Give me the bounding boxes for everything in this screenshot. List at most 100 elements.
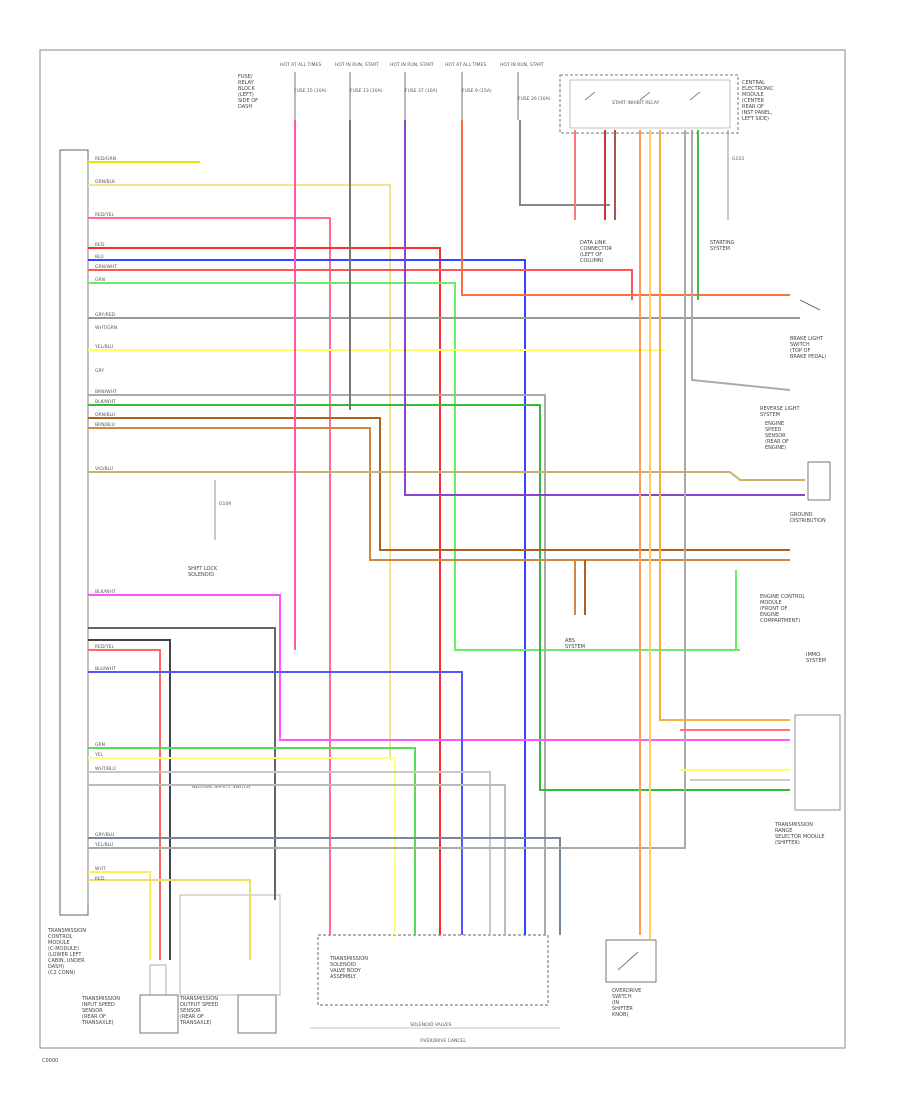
fuse-2: HOT IN RUN, START FUSE 13 (10A) [335, 62, 383, 120]
relay-box-note: CENTRAL ELECTRONIC MODULE (CENTER REAR O… [742, 80, 774, 122]
fuse-5: HOT IN RUN, START FUSE 26 (10A) [500, 62, 551, 120]
svg-text:TRANSAXLE): TRANSAXLE) [179, 1020, 212, 1026]
tcm-connector [59, 149, 89, 916]
svg-text:SYSTEM: SYSTEM [760, 412, 780, 418]
svg-text:ORN/BLU: ORN/BLU [95, 412, 115, 418]
relay-box: START INHIBIT RELAY [559, 74, 739, 134]
svg-text:TRANSMISSION: TRANSMISSION [81, 996, 120, 1002]
svg-text:INPUT SPEED: INPUT SPEED [82, 1002, 115, 1008]
svg-text:COMPARTMENT): COMPARTMENT) [760, 618, 800, 624]
svg-text:REVERSE LIGHT: REVERSE LIGHT [760, 406, 801, 412]
svg-text:NEUTRAL SAFETY SWITCH: NEUTRAL SAFETY SWITCH [192, 784, 250, 790]
svg-text:GRY/RED: GRY/RED [95, 312, 116, 318]
svg-text:ABS: ABS [565, 638, 575, 644]
svg-text:CENTRAL: CENTRAL [742, 80, 765, 86]
svg-text:(LEFT OF: (LEFT OF [580, 252, 602, 258]
svg-text:MODULE: MODULE [760, 600, 782, 606]
svg-text:(REAR OF: (REAR OF [180, 1014, 204, 1020]
svg-text:OVERDRIVE CANCEL: OVERDRIVE CANCEL [420, 1038, 466, 1044]
immo-system: IMMO SYSTEM [806, 652, 826, 664]
svg-text:SOLENOID VALVES: SOLENOID VALVES [410, 1022, 452, 1028]
valve-body: TRANSMISSION SOLENOID VALVE BODY ASSEMBL… [310, 934, 560, 1044]
svg-text:RELAY: RELAY [238, 80, 255, 86]
svg-text:FUSE 26 (10A): FUSE 26 (10A) [518, 96, 551, 102]
svg-text:WHT/BLU: WHT/BLU [95, 766, 116, 772]
output-speed-sensor: TRANSMISSION OUTPUT SPEED SENSOR (REAR O… [179, 894, 281, 1034]
svg-text:SHIFTER: SHIFTER [612, 1006, 633, 1012]
svg-text:MODULE: MODULE [742, 92, 764, 98]
svg-text:GRN/WHT: GRN/WHT [95, 264, 117, 270]
svg-text:INST PANEL,: INST PANEL, [742, 110, 773, 116]
svg-text:(IN: (IN [612, 1000, 619, 1006]
svg-text:START INHIBIT RELAY: START INHIBIT RELAY [612, 100, 660, 106]
svg-text:VALVE BODY: VALVE BODY [330, 968, 362, 974]
svg-text:(REAR OF: (REAR OF [765, 439, 789, 445]
svg-text:HOT AT ALL TIMES: HOT AT ALL TIMES [280, 62, 321, 68]
data-link-connector: DATA LINK CONNECTOR (LEFT OF COLUMN) [580, 240, 613, 264]
fuse-1: HOT AT ALL TIMES FUSE 15 (10A) [280, 62, 327, 120]
svg-text:OUTPUT SPEED: OUTPUT SPEED [180, 1002, 218, 1008]
svg-text:TRANSMISSION: TRANSMISSION [774, 822, 813, 828]
svg-text:ENGINE CONTROL: ENGINE CONTROL [760, 594, 805, 600]
svg-text:ASSEMBLY: ASSEMBLY [330, 974, 357, 980]
svg-text:SWITCH: SWITCH [612, 994, 632, 1000]
svg-text:ENGINE: ENGINE [765, 421, 784, 427]
svg-text:HOT IN RUN, START: HOT IN RUN, START [335, 62, 379, 68]
svg-text:BLK/WHT: BLK/WHT [95, 589, 116, 595]
svg-text:BRN/BLU: BRN/BLU [95, 422, 115, 428]
svg-text:(C2 CONN): (C2 CONN) [48, 970, 75, 976]
svg-text:DISTRIBUTION: DISTRIBUTION [790, 518, 826, 524]
svg-text:BLK/WHT: BLK/WHT [95, 399, 116, 405]
svg-text:STARTING: STARTING [710, 240, 735, 246]
svg-text:OVERDRIVE: OVERDRIVE [612, 988, 641, 994]
svg-text:G103: G103 [732, 156, 744, 162]
svg-text:HOT IN RUN, START: HOT IN RUN, START [390, 62, 434, 68]
svg-text:TRANSMISSION: TRANSMISSION [47, 928, 86, 934]
svg-text:TRANSAXLE): TRANSAXLE) [81, 1020, 114, 1026]
svg-text:SPEED: SPEED [765, 427, 782, 433]
svg-text:(C-MODULE): (C-MODULE) [48, 946, 79, 952]
svg-text:SYSTEM: SYSTEM [806, 658, 826, 664]
svg-text:ENGINE: ENGINE [760, 612, 779, 618]
svg-text:BLU: BLU [95, 254, 104, 260]
svg-text:ENGINE): ENGINE) [765, 445, 786, 451]
ground-distribution: GROUND DISTRIBUTION [790, 512, 826, 524]
fuse-4: HOT AT ALL TIMES FUSE 9 (15A) [445, 62, 492, 120]
overdrive-switch: OVERDRIVE SWITCH (IN SHIFTER KNOB) [605, 939, 657, 1018]
engine-speed-sensor: ENGINE SPEED SENSOR (REAR OF ENGINE) [765, 421, 831, 501]
svg-text:SYSTEM: SYSTEM [565, 644, 585, 650]
svg-text:REAR OF: REAR OF [742, 104, 764, 110]
starting-system: STARTING SYSTEM [710, 240, 735, 252]
abs-system: ABS SYSTEM [565, 638, 585, 650]
svg-text:ELECTRONIC: ELECTRONIC [742, 86, 774, 92]
svg-text:RANGE: RANGE [775, 828, 792, 834]
brake-light-switch: BRAKE LIGHT SWITCH (TOP OF BRAKE PEDAL) [790, 299, 826, 360]
wire-labels: RED/GRN GRN/BLK RED/YEL RED BLU GRN/WHT … [94, 156, 117, 882]
svg-text:FUSE/: FUSE/ [238, 74, 253, 80]
svg-text:RED: RED [95, 242, 105, 248]
svg-text:RED/GRN: RED/GRN [95, 156, 116, 162]
svg-text:YEL/BLU: YEL/BLU [94, 842, 113, 848]
diagram-code: C0000 [42, 1058, 58, 1064]
svg-text:FUSE 37 (10A): FUSE 37 (10A) [405, 88, 438, 94]
svg-text:GRY/BLU: GRY/BLU [95, 832, 114, 838]
fuse-box-note: FUSE/ RELAY BLOCK (LEFT) SIDE OF DASH [238, 74, 258, 110]
svg-text:SIDE OF: SIDE OF [238, 98, 258, 104]
neutral-safety-label: NEUTRAL SAFETY SWITCH [192, 784, 250, 790]
svg-text:MODULE: MODULE [48, 940, 70, 946]
svg-text:SWITCH: SWITCH [790, 342, 810, 348]
svg-text:(FRONT OF: (FRONT OF [760, 606, 788, 612]
svg-text:RED: RED [95, 876, 105, 882]
svg-text:BLOCK: BLOCK [238, 86, 255, 92]
svg-text:SHIFT LOCK: SHIFT LOCK [188, 566, 218, 572]
svg-text:(SHIFTER): (SHIFTER) [775, 840, 800, 846]
input-speed-sensor: TRANSMISSION INPUT SPEED SENSOR (REAR OF… [81, 964, 179, 1034]
svg-text:BLU/WHT: BLU/WHT [95, 666, 116, 672]
svg-text:BRAKE PEDAL): BRAKE PEDAL) [790, 354, 826, 360]
svg-text:VIO/BLU: VIO/BLU [95, 466, 113, 472]
svg-text:RED/YEL: RED/YEL [95, 212, 115, 218]
shift-lock-solenoid: SHIFT LOCK SOLENOID [188, 566, 218, 578]
svg-text:(LOWER LEFT: (LOWER LEFT [48, 952, 82, 958]
